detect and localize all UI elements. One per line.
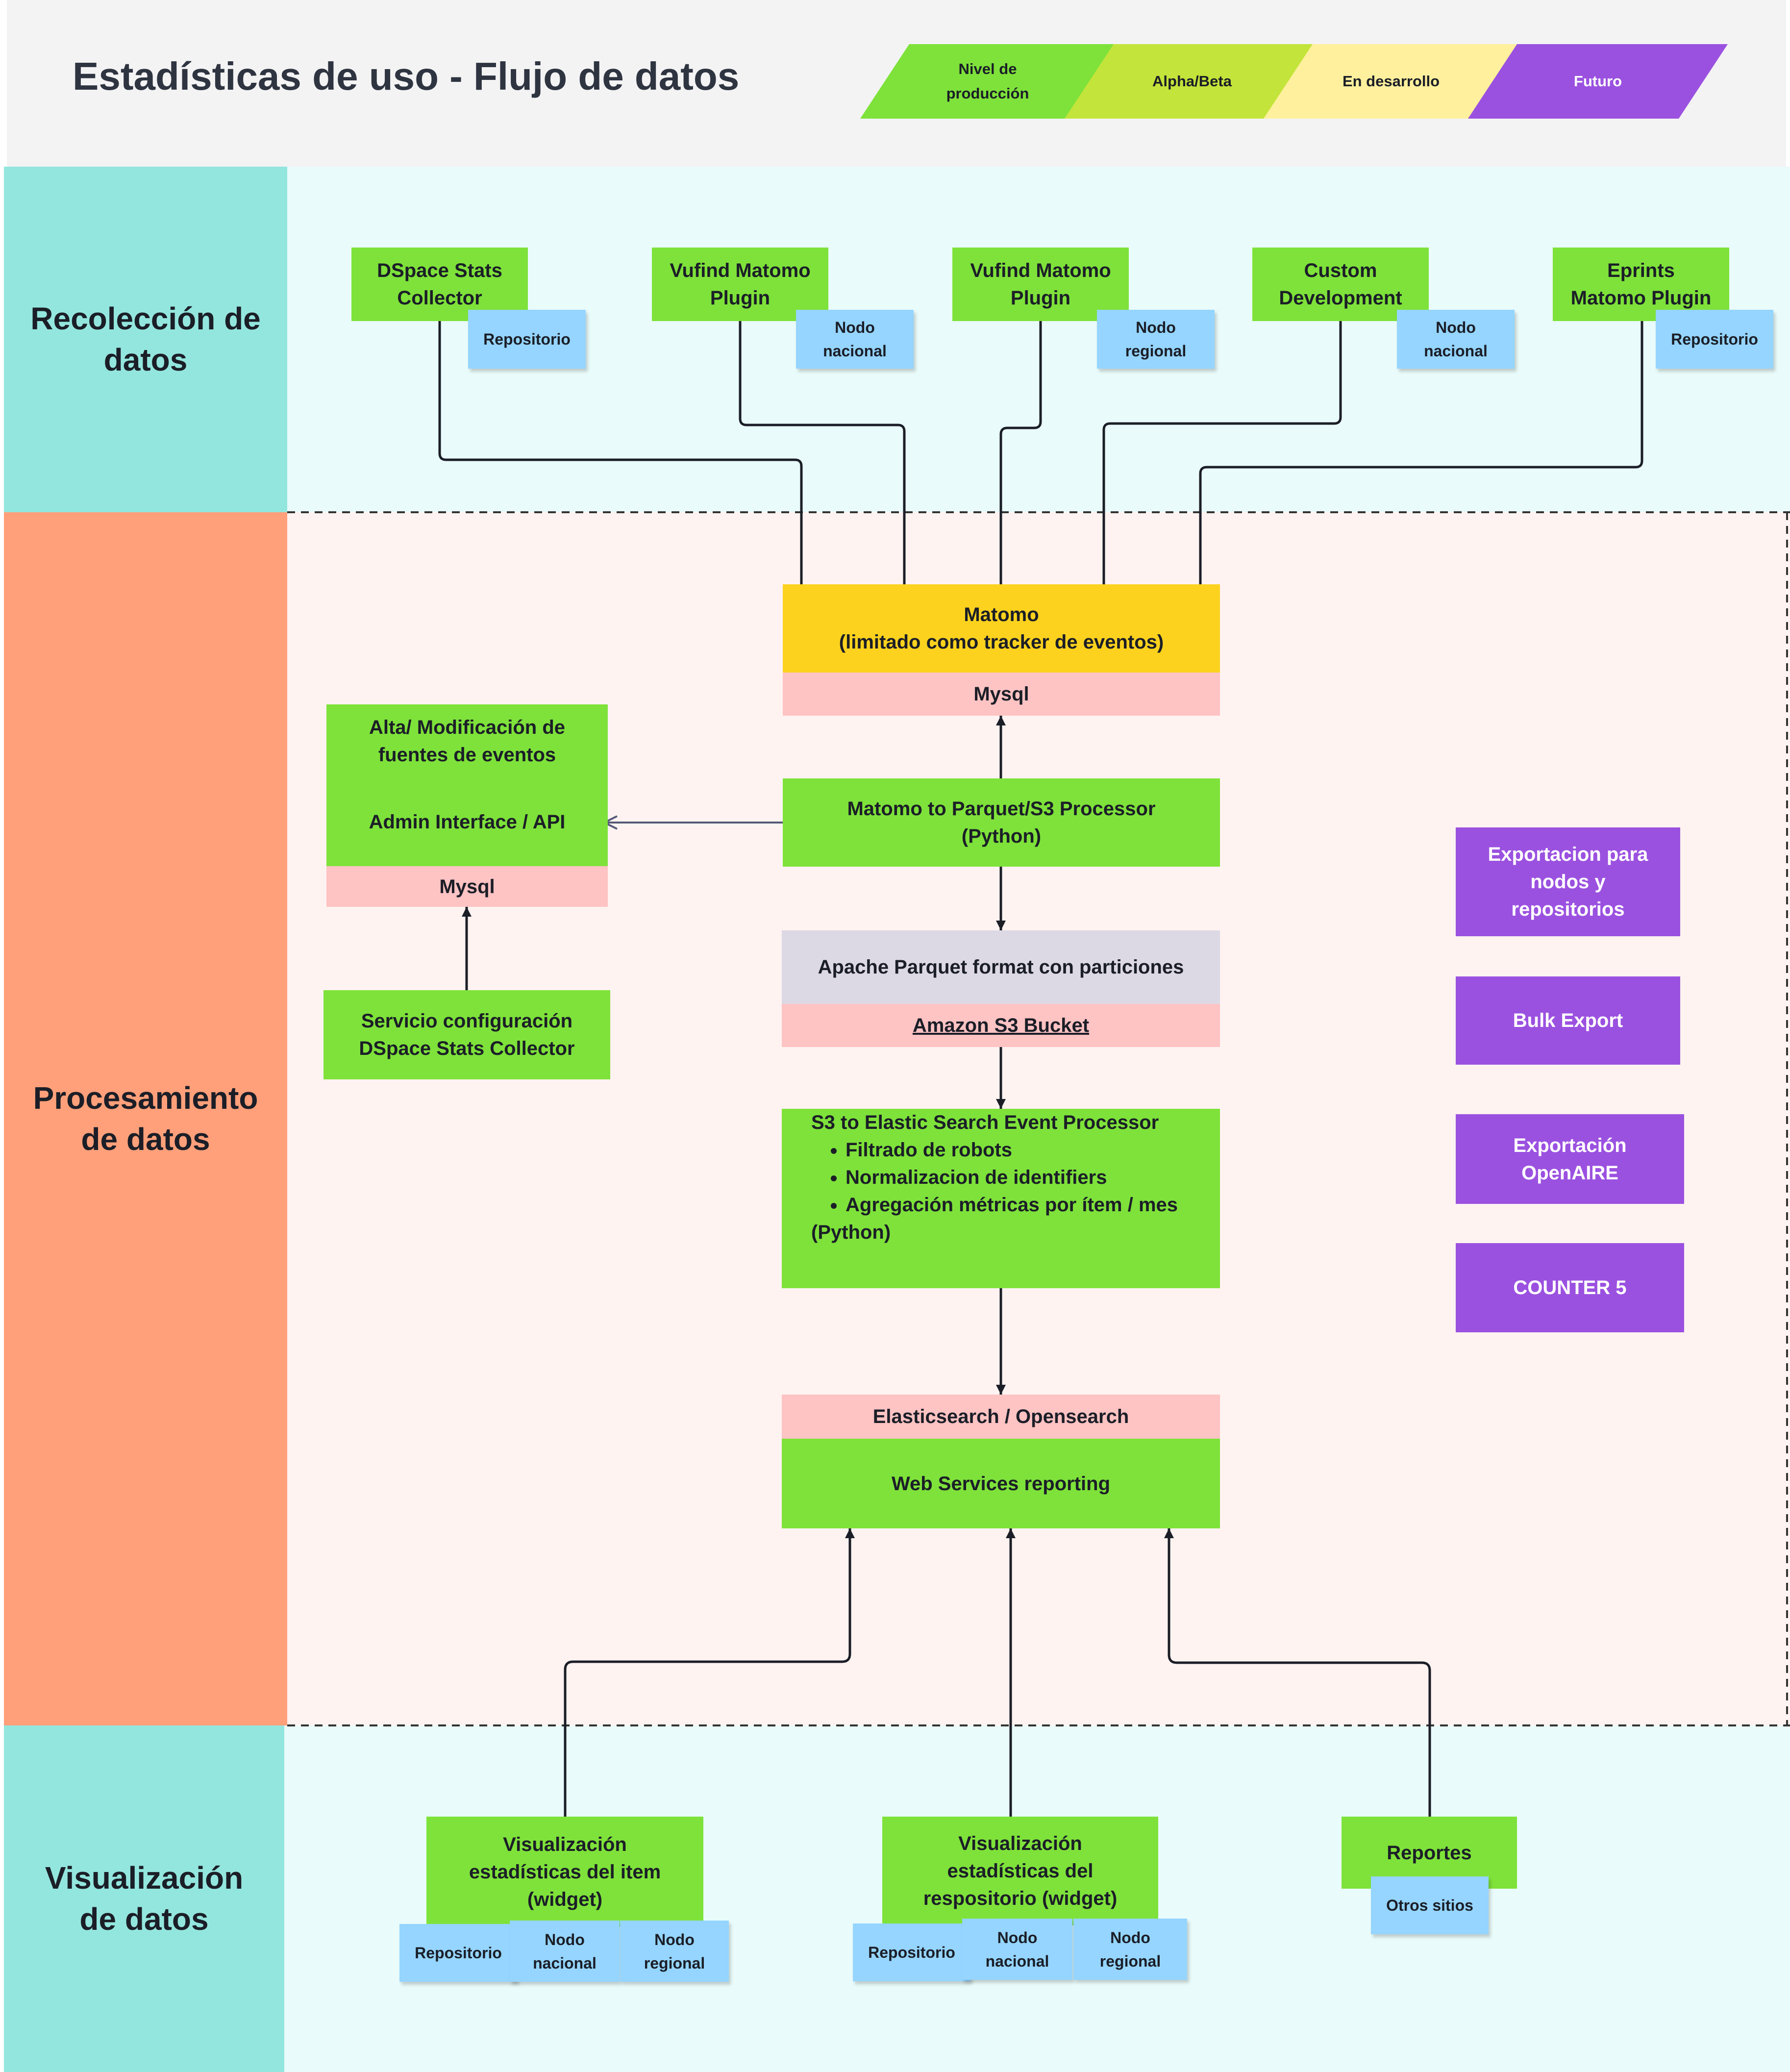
legend-shape [860, 44, 1115, 119]
es-processor-footer: (Python) [811, 1222, 891, 1243]
legend-shape [1264, 44, 1518, 119]
repository-stats-widget[interactable]: Visualización estadísticas del resposito… [882, 1817, 1158, 1925]
source-eprints-matomo-plugin[interactable]: Eprints Matomo Plugin [1553, 248, 1729, 321]
band-visualization: Visualización de datos [4, 1725, 284, 2072]
arrowhead [845, 1528, 855, 1538]
item-stats-widget[interactable]: Visualización estadísticas del item (wid… [426, 1817, 703, 1927]
config-service[interactable]: Servicio configuración DSpace Stats Coll… [323, 990, 610, 1079]
arrowhead [996, 1385, 1006, 1395]
future-counter5[interactable]: COUNTER 5 [1456, 1243, 1684, 1332]
tag-nodo-nacional: Nodo nacional [510, 1921, 620, 1982]
es-processor-title: S3 to Elastic Search Event Processor [811, 1112, 1159, 1133]
source-custom-development[interactable]: Custom Development [1252, 248, 1429, 321]
tag-nodo-regional: Nodo regional [620, 1921, 729, 1982]
future-openaire-export[interactable]: Exportación OpenAIRE [1456, 1114, 1684, 1204]
connector [438, 321, 803, 584]
parquet-processor[interactable]: Matomo to Parquet/S3 Processor (Python) [783, 778, 1220, 867]
tag-repositorio: Repositorio [1656, 310, 1773, 369]
future-export-nodes[interactable]: Exportacion para nodos y repositorios [1456, 827, 1680, 936]
es-processor-steps: Filtrado de robots Normalizacion de iden… [811, 1136, 1178, 1219]
admin-event-sources[interactable]: Alta/ Modificación de fuentes de eventos [326, 704, 608, 778]
tag-nodo-nacional: Nodo nacional [796, 310, 914, 369]
tag-nodo-regional: Nodo regional [1097, 310, 1215, 369]
future-bulk-export[interactable]: Bulk Export [1456, 976, 1680, 1065]
es-processor-step: Filtrado de robots [845, 1136, 1178, 1164]
legend-label: Futuro [1573, 73, 1622, 90]
legend-label: En desarrollo [1342, 73, 1440, 90]
connector [739, 321, 906, 584]
arrowhead [996, 921, 1006, 930]
arrowhead [996, 716, 1006, 725]
admin-mysql[interactable]: Mysql [326, 866, 608, 907]
arrowhead [1006, 1528, 1016, 1538]
legend-shape [1468, 44, 1728, 119]
es-processor-step: Agregación métricas por ítem / mes [845, 1191, 1178, 1219]
s3-bucket-link[interactable]: Amazon S3 Bucket [912, 1015, 1090, 1036]
matomo-mysql[interactable]: Mysql [783, 673, 1220, 716]
legend-production: Nivel de producción [860, 44, 1115, 119]
legend-futuro: Futuro [1468, 44, 1728, 119]
legend-en-desarrollo: En desarrollo [1264, 44, 1518, 119]
arrowhead [1164, 1528, 1174, 1538]
es-processor-step: Normalizacion de identifiers [845, 1164, 1178, 1191]
source-dspace-stats-collector[interactable]: DSpace Stats Collector [351, 248, 528, 321]
tag-repositorio: Repositorio [853, 1923, 970, 1981]
legend-alpha-beta: Alpha/Beta [1065, 44, 1319, 119]
tag-repositorio: Repositorio [399, 1924, 517, 1982]
band-collection: Recolección de datos [4, 167, 287, 512]
source-vufind-regional[interactable]: Vufind Matomo Plugin [952, 248, 1129, 321]
legend-label: Alpha/Beta [1152, 73, 1232, 90]
elasticsearch-opensearch[interactable]: Elasticsearch / Opensearch [782, 1395, 1220, 1439]
admin-interface-api[interactable]: Admin Interface / API [326, 778, 608, 866]
tag-nodo-nacional: Nodo nacional [1397, 310, 1515, 369]
connector [564, 1528, 851, 1817]
parquet-format[interactable]: Apache Parquet format con particiones [782, 930, 1220, 1004]
legend-shape [1065, 44, 1319, 119]
arrowhead [996, 1099, 1006, 1109]
page-title: Estadísticas de uso - Flujo de datos [73, 54, 740, 98]
legend-label: Nivel de producción [946, 60, 1029, 102]
matomo-tracker[interactable]: Matomo (limitado como tracker de eventos… [783, 584, 1220, 673]
connector [1102, 321, 1342, 584]
es-event-processor[interactable]: S3 to Elastic Search Event Processor Fil… [782, 1109, 1220, 1288]
source-vufind-nacional[interactable]: Vufind Matomo Plugin [652, 248, 828, 321]
connector [1168, 1528, 1431, 1817]
tag-nodo-regional: Nodo regional [1073, 1919, 1187, 1980]
band-processing: Procesamiento de datos [4, 512, 287, 1725]
tag-repositorio: Repositorio [468, 310, 586, 369]
s3-bucket[interactable]: Amazon S3 Bucket [782, 1004, 1220, 1047]
connector [1199, 321, 1643, 584]
connector [999, 321, 1042, 584]
tag-otros-sitios: Otros sitios [1371, 1876, 1489, 1934]
web-services-reporting[interactable]: Web Services reporting [782, 1439, 1220, 1528]
arrowhead [462, 907, 472, 917]
tag-nodo-nacional: Nodo nacional [962, 1919, 1072, 1980]
